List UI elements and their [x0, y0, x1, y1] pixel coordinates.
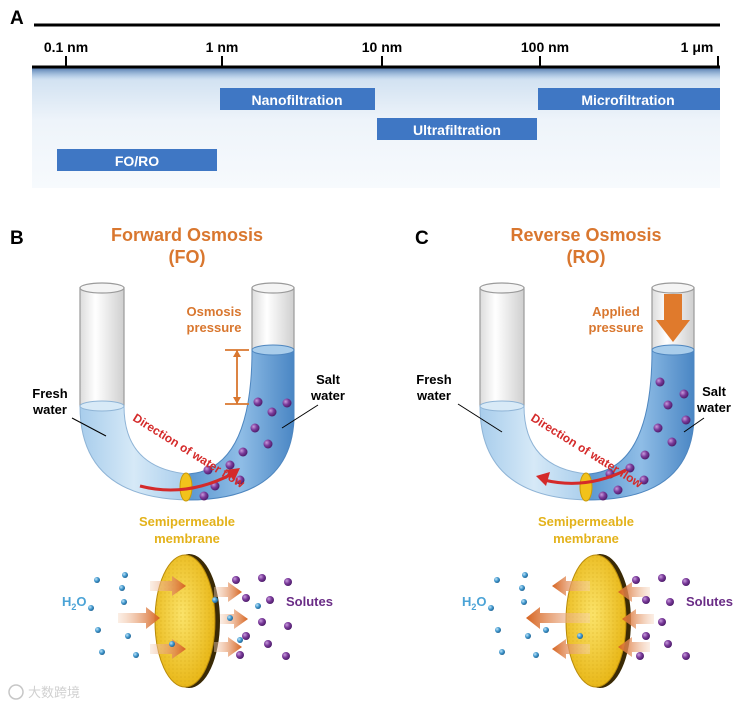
ro-h2o-label: H2O — [462, 594, 487, 612]
fo-salt-label-1: Salt — [316, 372, 341, 387]
panel-c: C Reverse Osmosis (RO) Applied — [415, 225, 733, 688]
ro-flow-arrow-shaft — [543, 468, 627, 485]
tick-label-10nm: 10 nm — [362, 39, 402, 55]
fo-membrane-label-2: membrane — [154, 531, 220, 546]
fo-left-tube-rim — [79, 282, 125, 294]
ro-right-tube-rim — [651, 282, 695, 294]
size-scale-band-shade — [32, 66, 720, 80]
ro-salt-water-surface — [651, 344, 695, 356]
fo-right-tube-rim — [251, 282, 295, 294]
ro-membrane-label-1: Semipermeable — [538, 514, 634, 529]
tick-label-1um: 1 μm — [681, 39, 714, 55]
fo-fresh-label-1: Fresh — [32, 386, 67, 401]
ro-salt-leader — [683, 417, 705, 433]
ro-title: Reverse Osmosis — [510, 225, 661, 245]
ro-fresh-leader — [457, 403, 503, 433]
watermark: 大数跨境 — [8, 684, 80, 700]
fo-water-arrows — [118, 576, 248, 659]
nanofiltration-label: Nanofiltration — [252, 92, 343, 108]
microfiltration-label: Microfiltration — [581, 92, 674, 108]
fo-pressure-label-2: pressure — [187, 320, 242, 335]
ro-water-arrows — [526, 576, 654, 659]
fo-osmosis-pressure-bracket — [225, 349, 249, 405]
ro-solutes-label: Solutes — [686, 594, 733, 609]
ro-membrane-label-2: membrane — [553, 531, 619, 546]
ro-fresh-water-surface — [479, 400, 525, 412]
ro-fresh-label-1: Fresh — [416, 372, 451, 387]
ro-tube-membrane — [579, 472, 593, 502]
nanofiltration-bar — [220, 88, 375, 110]
tick-label-100nm: 100 nm — [521, 39, 569, 55]
ro-left-tube-rim — [479, 282, 525, 294]
fo-salt-label-2: water — [310, 388, 345, 403]
ro-left-tube — [479, 287, 525, 407]
ultrafiltration-bar — [377, 118, 537, 140]
panel-b: B Forward Osmosis (FO) — [10, 225, 345, 688]
fo-flow-arrow-shaft — [139, 472, 233, 492]
microfiltration-bar — [538, 88, 720, 110]
fo-ro-bar — [57, 149, 217, 171]
fo-membrane-texture — [155, 555, 215, 687]
ro-pressure-label-1: Applied — [592, 304, 640, 319]
fo-fresh-label-2: water — [32, 402, 67, 417]
watermark-logo-icon — [8, 684, 24, 700]
fo-title-abbrev: (FO) — [169, 247, 206, 267]
ultrafiltration-label: Ultrafiltration — [413, 122, 501, 138]
fo-salt-water-surface — [251, 344, 295, 356]
ro-flow-arrow-head — [536, 472, 550, 486]
fo-solutes-label: Solutes — [286, 594, 333, 609]
fo-title: Forward Osmosis — [111, 225, 263, 245]
ro-solute-molecules — [632, 574, 690, 660]
panel-c-letter: C — [415, 228, 429, 249]
panel-a: A 0.1 nm 1 nm 10 nm 100 nm 1 μm Nanofilt… — [10, 8, 720, 188]
fo-salt-leader — [281, 404, 319, 429]
fo-h2o-label: H2O — [62, 594, 87, 612]
tick-label-0-1nm: 0.1 nm — [44, 39, 88, 55]
panel-b-letter: B — [10, 228, 24, 249]
fo-fresh-leader — [71, 417, 107, 437]
ro-salt-label-1: Salt — [702, 384, 727, 399]
tick-label-1nm: 1 nm — [206, 39, 239, 55]
fo-fresh-water-surface — [79, 400, 125, 412]
watermark-text: 大数跨境 — [28, 685, 80, 700]
fo-left-tube — [79, 287, 125, 407]
panel-a-letter: A — [10, 8, 24, 29]
fo-water-molecules — [88, 572, 261, 658]
fo-membrane-label-1: Semipermeable — [139, 514, 235, 529]
fo-right-tube — [251, 287, 295, 351]
fo-pressure-label-1: Osmosis — [187, 304, 242, 319]
fo-ro-label: FO/RO — [115, 153, 159, 169]
fo-solute-molecules — [232, 574, 292, 660]
ro-fresh-label-2: water — [416, 388, 451, 403]
fo-flow-arrow-head — [226, 468, 240, 481]
ro-applied-pressure-arrow — [656, 294, 690, 342]
ro-pressure-label-2: pressure — [589, 320, 644, 335]
ro-title-abbrev: (RO) — [567, 247, 606, 267]
ro-salt-label-2: water — [696, 400, 731, 415]
ro-water-molecules — [488, 572, 583, 658]
